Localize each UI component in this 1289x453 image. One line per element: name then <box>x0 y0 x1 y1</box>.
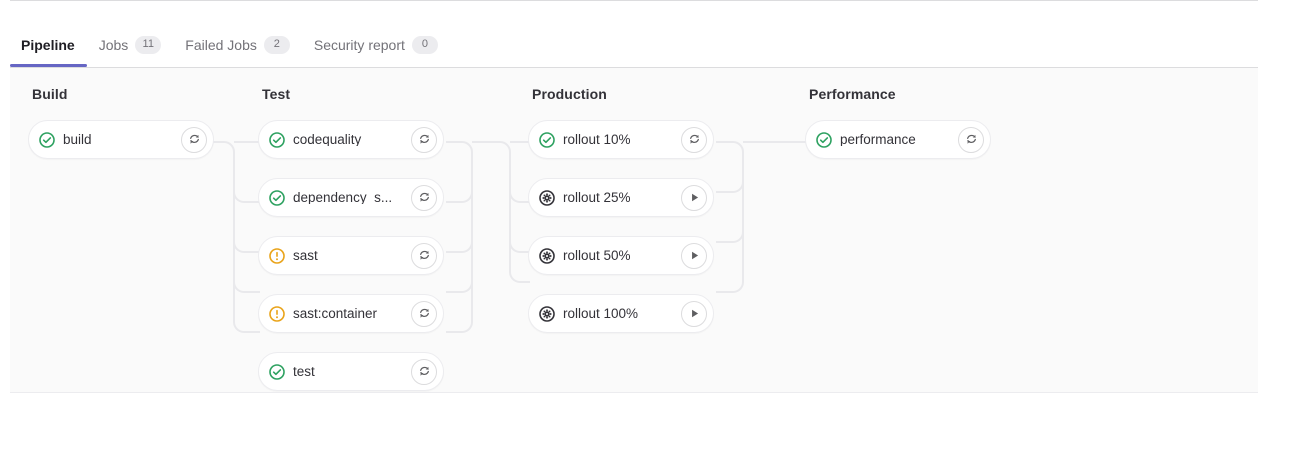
status-success-icon <box>269 131 285 148</box>
play-icon <box>691 309 698 318</box>
job-status-success-icon <box>269 131 285 148</box>
status-manual-icon <box>539 189 555 206</box>
retry-icon <box>966 134 976 144</box>
job-card[interactable]: rollout 10% <box>528 120 714 159</box>
tab-jobs[interactable]: Jobs 11 <box>87 22 174 67</box>
play-icon <box>691 193 698 202</box>
status-success-icon <box>39 131 55 148</box>
job-card[interactable]: performance <box>805 120 991 159</box>
stage-title: Test <box>262 86 291 102</box>
job-card[interactable]: sast:container <box>258 294 444 333</box>
job-name: rollout 10% <box>563 132 631 147</box>
tab-badge-count: 2 <box>263 35 290 54</box>
pipeline-stages: Build build Test codequality dependency_s...… <box>10 68 1258 392</box>
stage-job-list: codequality dependency_s...sast sast:conta… <box>258 120 444 391</box>
tab-failed-jobs[interactable]: Failed Jobs 2 <box>173 22 302 67</box>
status-success-icon <box>269 189 285 206</box>
tab-security-report[interactable]: Security report 0 <box>302 22 450 67</box>
job-card[interactable]: sast <box>258 236 444 275</box>
status-warning-icon <box>269 305 285 322</box>
retry-icon <box>189 134 199 144</box>
job-status-manual-icon <box>539 247 555 264</box>
stage-title: Production <box>532 86 607 102</box>
status-success-icon <box>269 363 285 380</box>
job-name: sast <box>293 248 318 263</box>
job-card[interactable]: rollout 25% <box>528 178 714 217</box>
retry-icon <box>689 134 699 144</box>
job-card[interactable]: build <box>28 120 214 159</box>
tab-label: Security report <box>313 36 405 53</box>
pipeline-graph-panel: Build build Test codequality dependency_s...… <box>10 68 1258 393</box>
job-retry-button[interactable] <box>411 126 437 153</box>
stage-job-list: performance <box>805 120 991 159</box>
job-retry-button[interactable] <box>181 126 207 153</box>
stage-title: Build <box>32 86 68 102</box>
job-name: rollout 25% <box>563 190 631 205</box>
job-retry-button[interactable] <box>411 300 437 327</box>
job-status-success-icon <box>816 131 832 148</box>
stage-job-list: build <box>28 120 214 159</box>
status-manual-icon <box>539 305 555 322</box>
job-card[interactable]: dependency_s... <box>258 178 444 217</box>
job-name: rollout 50% <box>563 248 631 263</box>
job-play-button[interactable] <box>681 184 707 211</box>
job-status-manual-icon <box>539 189 555 206</box>
job-retry-button[interactable] <box>681 126 707 153</box>
job-name: performance <box>840 132 916 147</box>
status-manual-icon <box>539 247 555 264</box>
job-retry-button[interactable] <box>411 184 437 211</box>
status-success-icon <box>539 131 555 148</box>
job-name: sast:container <box>293 306 378 321</box>
tab-label: Failed Jobs <box>185 36 257 53</box>
job-status-success-icon <box>39 131 55 148</box>
pipeline-tabbar: Pipeline Jobs 11 Failed Jobs 2 Security repor… <box>10 22 1258 68</box>
retry-icon <box>419 250 429 260</box>
play-icon <box>691 251 698 260</box>
job-play-button[interactable] <box>681 242 707 269</box>
job-name: codequality <box>293 132 362 147</box>
job-card[interactable]: rollout 100% <box>528 294 714 333</box>
job-play-button[interactable] <box>681 300 707 327</box>
tab-badge-count: 0 <box>411 35 438 54</box>
retry-icon <box>419 366 429 376</box>
pipeline-stage: Test codequality dependency_s...sast sast:c… <box>258 86 444 391</box>
job-status-manual-icon <box>539 305 555 322</box>
pipeline-stage: Performance performance <box>805 86 991 159</box>
job-name: test <box>293 364 315 379</box>
tab-label: Jobs <box>98 36 129 53</box>
job-status-success-icon <box>269 189 285 206</box>
job-card[interactable]: codequality <box>258 120 444 159</box>
job-name: dependency_s... <box>293 190 393 205</box>
status-success-icon <box>816 131 832 148</box>
job-status-warning-icon <box>269 305 285 322</box>
retry-icon <box>419 192 429 202</box>
pipeline-stage: Build build <box>28 86 214 159</box>
job-retry-button[interactable] <box>411 242 437 269</box>
job-name: build <box>63 132 92 147</box>
status-warning-icon <box>269 247 285 264</box>
page-top-divider <box>10 0 1258 1</box>
tab-pipeline[interactable]: Pipeline <box>10 22 87 67</box>
job-retry-button[interactable] <box>958 126 984 153</box>
job-status-success-icon <box>539 131 555 148</box>
stage-job-list: rollout 10% rollout 25% rollout 50% rollout… <box>528 120 714 333</box>
job-retry-button[interactable] <box>411 358 437 385</box>
job-card[interactable]: test <box>258 352 444 391</box>
retry-icon <box>419 134 429 144</box>
job-name: rollout 100% <box>563 306 639 321</box>
job-status-warning-icon <box>269 247 285 264</box>
tab-badge-count: 11 <box>135 35 162 54</box>
job-card[interactable]: rollout 50% <box>528 236 714 275</box>
tab-label: Pipeline <box>21 36 75 53</box>
stage-title: Performance <box>809 86 896 102</box>
retry-icon <box>419 308 429 318</box>
job-status-success-icon <box>269 363 285 380</box>
